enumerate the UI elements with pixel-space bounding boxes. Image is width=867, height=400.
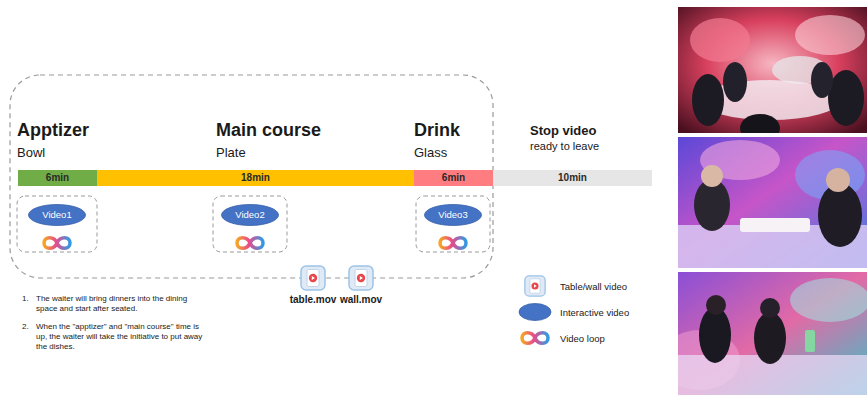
- legend-swatch: [518, 299, 556, 325]
- wall-video-icon: [349, 266, 373, 290]
- legend-entry: Video loop: [518, 325, 605, 351]
- video-name: Video3: [438, 209, 467, 221]
- video-frame: [17, 196, 97, 252]
- interactive-video: Video1: [28, 204, 86, 226]
- legend-swatch: [518, 325, 556, 351]
- duration-label: 10min: [558, 172, 587, 184]
- timeline-segment: 6min: [18, 170, 97, 186]
- video-name: Video2: [235, 209, 264, 221]
- video-frame: [213, 196, 287, 252]
- dish-label: Glass: [414, 145, 447, 160]
- stage-note: ready to leave: [530, 140, 599, 153]
- dining-frame: [10, 75, 493, 278]
- note-text: The waiter will bring dinners into the d…: [36, 294, 210, 314]
- photo: [678, 7, 867, 133]
- loop-symbol: [440, 238, 466, 249]
- video-group: [17, 196, 490, 252]
- video-frame: [416, 196, 490, 252]
- legend-entry: Table/wall video: [518, 273, 627, 299]
- legend-label: Interactive video: [560, 307, 629, 318]
- interactive-video: Video3: [424, 204, 482, 226]
- note-number: 2.: [22, 322, 36, 332]
- legend-label: Video loop: [560, 333, 605, 344]
- note-number: 1.: [22, 294, 36, 304]
- duration-label: 18min: [241, 172, 270, 184]
- timeline-segment: 10min: [493, 170, 652, 186]
- photo: [678, 137, 867, 268]
- stage-heading: Drink: [414, 120, 460, 141]
- duration-label: 6min: [46, 172, 69, 184]
- stage-heading: Main course: [216, 120, 321, 141]
- legend-label: Table/wall video: [560, 281, 627, 292]
- file-name: table.mov: [290, 294, 337, 306]
- dish-label: Bowl: [17, 145, 45, 160]
- file-name: wall.mov: [340, 294, 382, 306]
- timeline-segment: 18min: [97, 170, 414, 186]
- loop-symbol: [44, 238, 70, 249]
- legend-swatch: [518, 273, 556, 299]
- loop-symbol: [237, 238, 263, 249]
- interactive-video: Video2: [221, 204, 279, 226]
- ellipse-outline: [425, 205, 482, 226]
- ellipse-outline: [222, 205, 279, 226]
- ellipse-outline: [29, 205, 86, 226]
- stage-heading: Apptizer: [17, 120, 89, 141]
- timeline-segment: 6min: [414, 170, 493, 186]
- table-video-icon: [301, 266, 325, 290]
- dish-label: Plate: [216, 145, 246, 160]
- duration-label: 6min: [442, 172, 465, 184]
- photo: [678, 272, 867, 395]
- legend-entry: Interactive video: [518, 299, 629, 325]
- stage-heading: Stop video: [530, 123, 596, 138]
- video-name: Video1: [42, 209, 71, 221]
- note-text: When the "apptizer" and "main course" ti…: [36, 322, 210, 352]
